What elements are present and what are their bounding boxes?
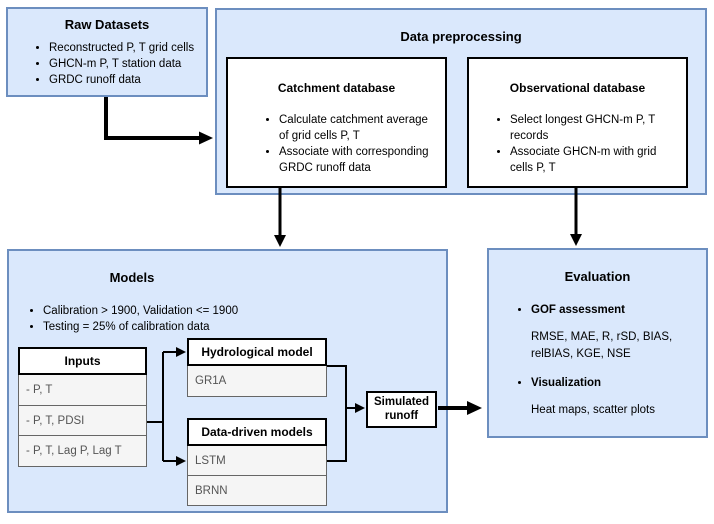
table-row: GR1A xyxy=(187,366,327,397)
arrow-observational-to-evaluation xyxy=(570,187,582,246)
list-item: GHCN-m P, T station data xyxy=(49,56,202,72)
evaluation-panel: Evaluation GOF assessment RMSE, MAE, R, … xyxy=(487,248,708,438)
list-item: Calibration > 1900, Validation <= 1900 xyxy=(43,303,238,319)
list-item: Calculate catchment average of grid cell… xyxy=(279,112,439,144)
inputs-table-header: Inputs xyxy=(18,347,147,375)
list-item: Reconstructed P, T grid cells xyxy=(49,40,202,56)
catchment-database-title: Catchment database xyxy=(277,81,396,95)
table-row: BRNN xyxy=(187,476,327,506)
visualization-detail: Heat maps, scatter plots xyxy=(531,404,655,416)
table-row: LSTM xyxy=(187,446,327,476)
raw-datasets-panel: Raw Datasets Reconstructed P, T grid cel… xyxy=(6,7,208,97)
visualization-label: Visualization xyxy=(531,377,602,389)
simulated-runoff-box: Simulated runoff xyxy=(366,391,437,428)
evaluation-title: Evaluation xyxy=(564,269,631,284)
observational-database-box: Observational database Select longest GH… xyxy=(467,57,688,188)
hydrological-model-table: Hydrological model GR1A xyxy=(187,338,327,397)
observational-database-list: Select longest GHCN-m P, T records Assoc… xyxy=(469,112,686,176)
list-item: Associate with corresponding GRDC runoff… xyxy=(279,144,439,176)
catchment-database-list: Calculate catchment average of grid cell… xyxy=(228,112,445,176)
raw-datasets-list: Reconstructed P, T grid cells GHCN-m P, … xyxy=(8,40,206,88)
catchment-database-box: Catchment database Calculate catchment a… xyxy=(226,57,447,188)
arrow-raw-to-preprocessing xyxy=(104,97,213,145)
simulated-runoff-label: Simulated runoff xyxy=(374,396,429,422)
models-title: Models xyxy=(109,270,155,285)
hydrological-model-header: Hydrological model xyxy=(187,338,327,366)
list-item: Visualization Heat maps, scatter plots xyxy=(531,376,696,419)
inputs-table: Inputs - P, T - P, T, PDSI - P, T, Lag P… xyxy=(18,347,147,467)
arrow-catchment-to-models xyxy=(274,187,286,247)
table-row: - P, T, PDSI xyxy=(18,406,147,436)
observational-database-title: Observational database xyxy=(509,81,646,95)
gof-assessment-label: GOF assessment xyxy=(531,304,625,316)
table-row: - P, T, Lag P, Lag T xyxy=(18,436,147,467)
data-driven-models-table: Data-driven models LSTM BRNN xyxy=(187,418,327,506)
gof-assessment-detail: RMSE, MAE, R, rSD, BIAS, relBIAS, KGE, N… xyxy=(531,331,673,360)
list-item: Select longest GHCN-m P, T records xyxy=(510,112,680,144)
list-item: Associate GHCN-m with grid cells P, T xyxy=(510,144,680,176)
list-item: Testing = 25% of calibration data xyxy=(43,319,238,335)
data-preprocessing-title: Data preprocessing xyxy=(400,29,522,44)
models-list: Calibration > 1900, Validation <= 1900 T… xyxy=(9,303,242,335)
table-row: - P, T xyxy=(18,375,147,406)
list-item: GOF assessment RMSE, MAE, R, rSD, BIAS, … xyxy=(531,303,696,363)
evaluation-list: GOF assessment RMSE, MAE, R, rSD, BIAS, … xyxy=(489,303,706,419)
list-item: GRDC runoff data xyxy=(49,72,202,88)
data-driven-models-header: Data-driven models xyxy=(187,418,327,446)
raw-datasets-title: Raw Datasets xyxy=(64,17,150,32)
